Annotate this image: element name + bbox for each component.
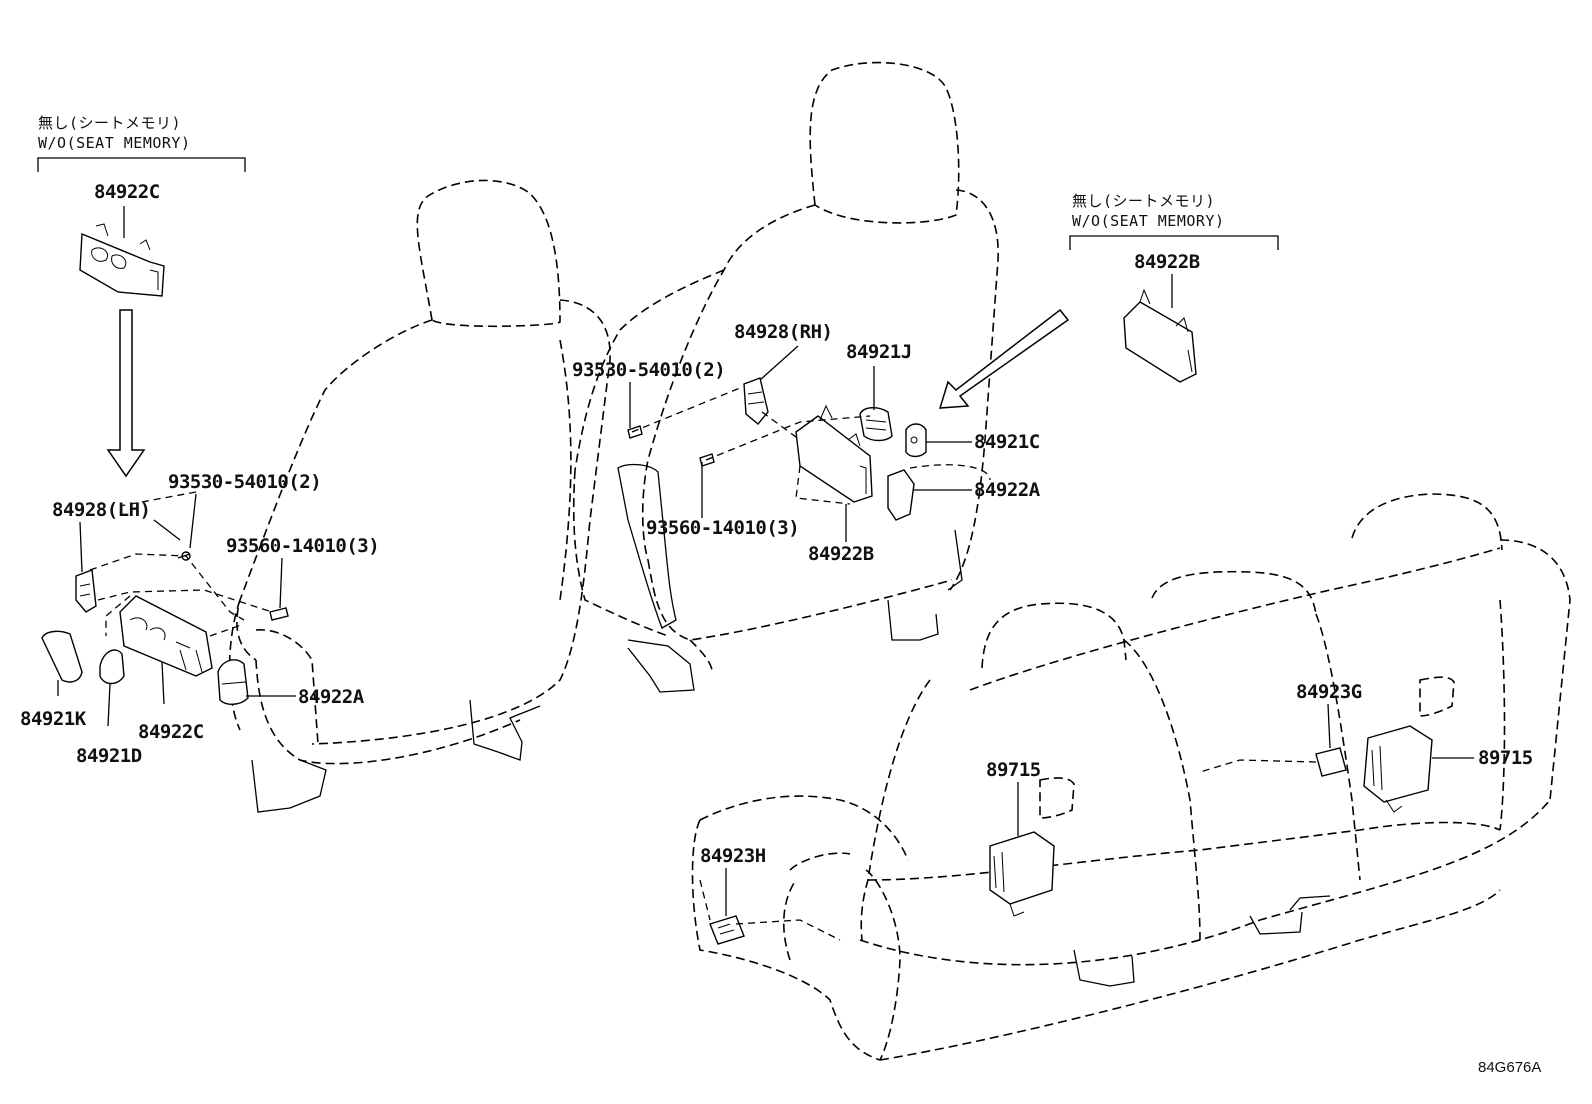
leader-lines [57,206,1474,916]
knob-84922a-rh [887,469,915,521]
label-84922c-top-left: 84922C [94,181,160,203]
switch-84921j [859,407,893,442]
middle-front-seat-outline [572,61,999,693]
label-84923g: 84923G [1296,681,1362,703]
label-89715-right: 89715 [1478,747,1533,769]
callout-labels: 84922C 93530-54010(2) 84928(LH) 93560-14… [20,181,1533,867]
label-84922a-lh: 84922A [298,686,365,708]
bracket-84928-rh [743,377,769,425]
diagonal-arrow-icon [938,308,1070,409]
label-84921d: 84921D [76,745,142,767]
bolt-93530-rh [627,425,643,439]
left-front-seat-outline [228,179,611,813]
switch-84921c [905,423,927,458]
label-84921c: 84921C [974,431,1040,453]
note-left-wo-seat-memory: 無し(シートメモリ) W/O(SEAT MEMORY) [37,114,246,172]
label-84928-lh: 84928(LH) [52,499,150,521]
knob-84922a-lh [217,659,249,705]
label-93530-54010-lh: 93530-54010(2) [168,471,321,493]
assembly-dashed-lines [89,387,1317,941]
switch-84921k [41,630,83,683]
label-84922a-rh: 84922A [974,479,1041,501]
note-left-en: W/O(SEAT MEMORY) [38,134,191,152]
note-right-wo-seat-memory: 無し(シートメモリ) W/O(SEAT MEMORY) [1069,192,1279,250]
note-right-en: W/O(SEAT MEMORY) [1072,212,1225,230]
figure-code: 84G676A [1478,1059,1541,1076]
label-93560-14010-lh: 93560-14010(3) [226,535,379,557]
bracket-84928-lh [75,569,97,613]
switch-84923h [709,915,745,945]
label-84922c-lh: 84922C [138,721,204,743]
bolt-93560-lh [269,607,289,621]
label-84923h: 84923H [700,845,766,867]
rear-bench-seat-outline [691,493,1571,1061]
switch-84922c-top-left [79,223,165,297]
label-93530-54010-rh: 93530-54010(2) [572,359,725,381]
label-84921j: 84921J [846,341,912,363]
label-84928-rh: 84928(RH) [734,321,832,343]
label-93560-14010-rh: 93560-14010(3) [646,517,799,539]
label-84922b-top-right: 84922B [1134,251,1200,273]
ecu-89715-right [1363,725,1433,813]
switch-assembly-84922c-lh [119,595,213,677]
knob-84921d [99,649,125,685]
note-left-jp: 無し(シートメモリ) [38,114,181,132]
ecu-89715-left [989,831,1055,917]
note-right-jp: 無し(シートメモリ) [1072,192,1215,210]
label-84922b-rh: 84922B [808,543,874,565]
label-89715-left: 89715 [986,759,1041,781]
switch-84922b-top-right [1123,288,1197,383]
label-84921k: 84921K [20,708,87,730]
down-arrow-icon [106,309,146,478]
switch-84923g [1315,747,1347,777]
